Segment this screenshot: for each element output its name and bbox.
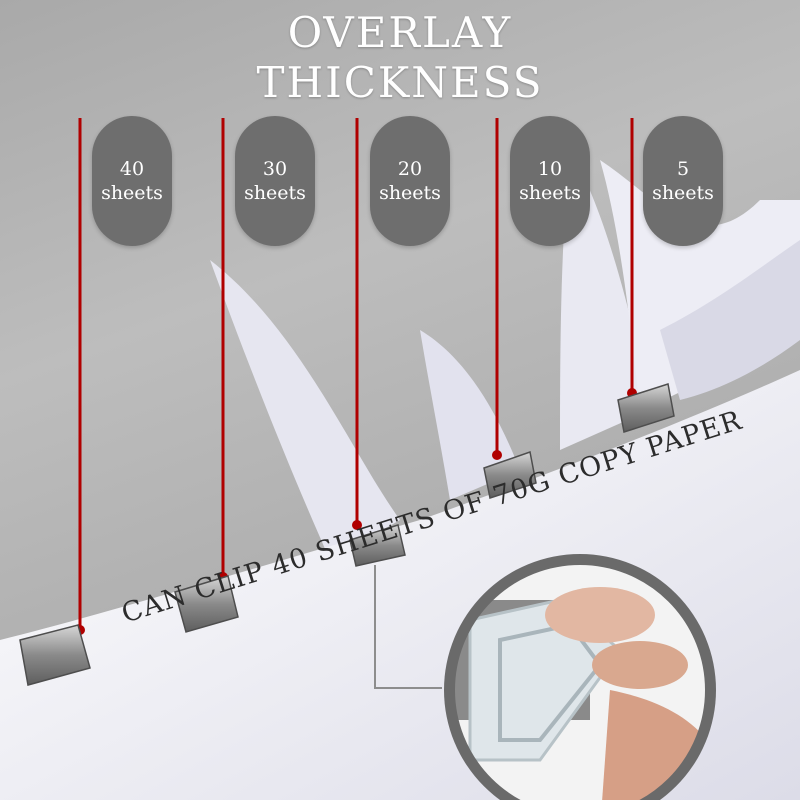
pointer-lines <box>78 118 634 630</box>
label-count: 40 <box>119 158 145 180</box>
label-unit: sheets <box>244 182 306 204</box>
clip-5 <box>617 383 675 433</box>
metal-clip-icon <box>19 383 675 686</box>
clip-20 <box>349 524 406 567</box>
label-count: 5 <box>676 158 690 180</box>
label-count: 20 <box>397 158 423 180</box>
label-10-sheets: 10 sheets <box>510 116 590 246</box>
label-count: 30 <box>262 158 288 180</box>
pointer-dot-10 <box>492 450 502 460</box>
label-unit: sheets <box>379 182 441 204</box>
clip-10 <box>483 451 537 499</box>
callout-connector <box>374 565 442 689</box>
clip-40 <box>19 624 91 686</box>
label-unit: sheets <box>519 182 581 204</box>
hand-holding-clip-icon <box>444 554 716 800</box>
label-count: 10 <box>537 158 563 180</box>
clip-30 <box>174 575 239 633</box>
label-unit: sheets <box>101 182 163 204</box>
label-40-sheets: 40 sheets <box>92 116 172 246</box>
label-20-sheets: 20 sheets <box>370 116 450 246</box>
label-30-sheets: 30 sheets <box>235 116 315 246</box>
title-thickness: THICKNESS <box>256 58 544 107</box>
label-5-sheets: 5 sheets <box>643 116 723 246</box>
title-overlay: OVERLAY <box>287 8 513 57</box>
pointer-dot-20 <box>352 520 362 530</box>
label-unit: sheets <box>652 182 714 204</box>
